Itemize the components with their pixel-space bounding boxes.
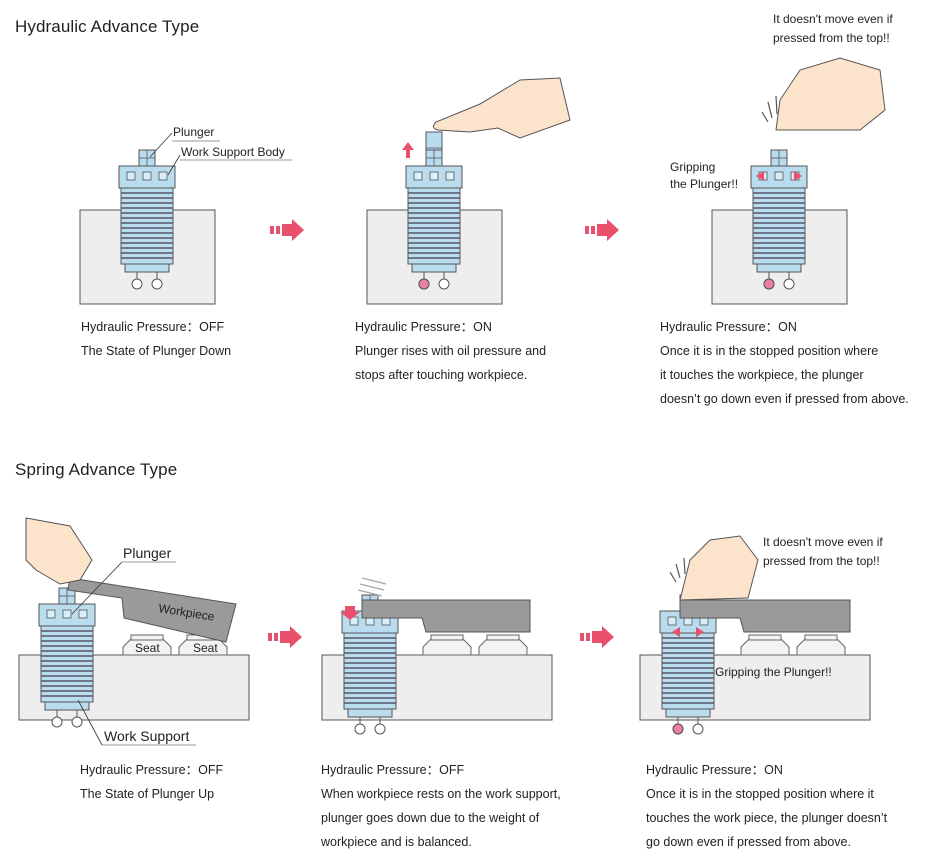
h2-up-arrow: [402, 142, 414, 158]
h3-grip-arrow-left: [756, 171, 764, 181]
s3-seat-2: [796, 634, 846, 656]
h3-fist: [775, 57, 886, 131]
h2-line-2: stops after touching workpiece.: [355, 368, 528, 382]
h2-pressure: Hydraulic Pressure：ON: [355, 320, 492, 334]
h1-body-label: Work Support Body: [181, 145, 285, 159]
s2-caption: Hydraulic Pressure：OFF When workpiece re…: [321, 758, 561, 854]
h1-pressure: Hydraulic Pressure：OFF: [81, 320, 225, 334]
s1-plunger-label: Plunger: [123, 545, 172, 561]
h3-no-move-line2: pressed from the top!!: [773, 31, 890, 45]
s3-caption: Hydraulic Pressure：ON Once it is in the …: [646, 758, 887, 854]
h3-impact-lines: [761, 95, 778, 123]
spring-section-title: Spring Advance Type: [15, 460, 178, 479]
s2-seat-1: [422, 634, 472, 656]
h3-gripping-line1: Gripping: [670, 160, 715, 174]
s2-motion-lines: [357, 577, 387, 597]
s-arrow-1: [268, 626, 302, 648]
s3-line-3: go down even if pressed from above.: [646, 835, 851, 849]
h-arrow-2: [585, 219, 619, 241]
s3-workpiece: [679, 599, 851, 633]
s1-workpiece: [67, 577, 237, 643]
hydraulic-section-title: Hydraulic Advance Type: [15, 17, 200, 36]
s1-seat-2-label: Seat: [193, 641, 218, 655]
s2-workpiece: [361, 599, 531, 633]
h2-caption: Hydraulic Pressure：ON Plunger rises with…: [355, 315, 546, 387]
s3-grip-arrow-right: [696, 627, 704, 637]
h2-hand: [432, 77, 571, 139]
h1-caption: Hydraulic Pressure：OFF The State of Plun…: [81, 315, 231, 363]
s3-pressure: Hydraulic Pressure：ON: [646, 763, 783, 777]
h3-no-move-line1: It doesn't move even if: [773, 12, 893, 26]
s1-pressure: Hydraulic Pressure：OFF: [80, 763, 224, 777]
h3-line-1: Once it is in the stopped position where: [660, 344, 879, 358]
s3-impact-lines: [669, 557, 686, 583]
s3-fist: [679, 535, 759, 601]
s2-down-arrow: [340, 606, 360, 620]
h-arrow-1: [270, 219, 304, 241]
s2-seat-2: [478, 634, 528, 656]
h3-line-2: it touches the workpiece, the plunger: [660, 368, 864, 382]
h3-gripping-line2: the Plunger!!: [670, 177, 738, 191]
s1-work-support: [38, 587, 96, 728]
s1-seat-1-label: Seat: [135, 641, 160, 655]
h3-pressure: Hydraulic Pressure：ON: [660, 320, 797, 334]
s3-seat-1: [740, 634, 790, 656]
s2-line-3: workpiece and is balanced.: [321, 835, 472, 849]
h3-line-3: doesn’t go down even if pressed from abo…: [660, 392, 909, 406]
s1-work-support-label: Work Support: [104, 728, 189, 744]
s1-hand: [25, 517, 93, 585]
s-arrow-2: [580, 626, 614, 648]
h3-grip-arrow-right: [794, 171, 802, 181]
s3-gripping-label: Gripping the Plunger!!: [715, 665, 832, 679]
h1-line-1: The State of Plunger Down: [81, 344, 232, 358]
s1-caption: Hydraulic Pressure：OFF The State of Plun…: [80, 758, 223, 806]
s3-line-2: touches the work piece, the plunger does…: [646, 811, 888, 825]
s2-line-1: When workpiece rests on the work support…: [321, 787, 561, 801]
h1-work-support: [118, 149, 176, 290]
s3-no-move-line2: pressed from the top!!: [763, 554, 880, 568]
s3-no-move-line1: It doesn't move even if: [763, 535, 883, 549]
h1-plunger-label: Plunger: [173, 125, 214, 139]
s1-line-1: The State of Plunger Up: [80, 787, 215, 801]
s3-grip-arrow-left: [672, 627, 680, 637]
s2-line-2: plunger goes down due to the weight of: [321, 811, 540, 825]
h2-line-1: Plunger rises with oil pressure and: [355, 344, 547, 358]
h2-work-support: [405, 149, 463, 290]
s3-line-1: Once it is in the stopped position where…: [646, 787, 874, 801]
h3-work-support: [750, 149, 808, 290]
h3-caption: Hydraulic Pressure：ON Once it is in the …: [660, 315, 909, 411]
s2-pressure: Hydraulic Pressure：OFF: [321, 763, 465, 777]
